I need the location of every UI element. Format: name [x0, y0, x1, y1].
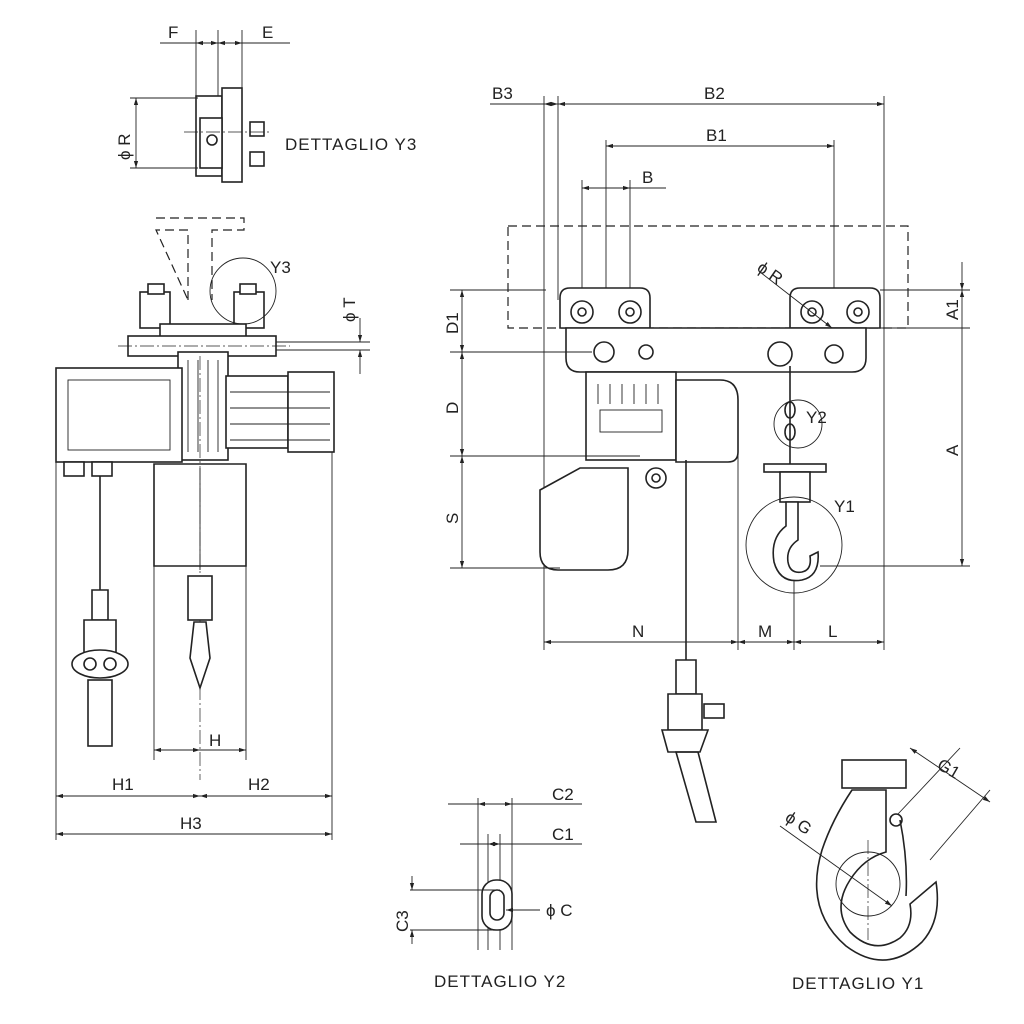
dim-h-label: H [209, 731, 221, 750]
dim-r-y3-label: ϕ R [115, 133, 134, 160]
dim-a-label: A [943, 444, 962, 456]
detail-y2-view: C2 C1 C3 ϕ C DETTAGLIO Y2 [393, 785, 582, 991]
dim-h1-label: H1 [112, 775, 134, 794]
dim-d1-label: D1 [443, 312, 462, 334]
dim-n-label: N [632, 622, 644, 641]
dim-c2-label: C2 [552, 785, 574, 804]
dim-b1-label: B1 [706, 126, 727, 145]
dim-f-label: F [168, 23, 178, 42]
detail-y3-caption: DETTAGLIO Y3 [285, 135, 417, 154]
detail-y1-caption: DETTAGLIO Y1 [792, 974, 924, 993]
dim-h3-label: H3 [180, 814, 202, 833]
dim-r-side-label: ϕ R [754, 258, 787, 289]
callout-y3-label: Y3 [270, 258, 291, 277]
detail-y1-view: ϕ G G1 DETTAGLIO Y1 [779, 747, 991, 993]
callout-y1-label: Y1 [834, 497, 855, 516]
dim-l-label: L [828, 622, 837, 641]
dim-g1-label: G1 [934, 755, 963, 783]
detail-y2-caption: DETTAGLIO Y2 [434, 972, 566, 991]
dim-c3-label: C3 [393, 910, 412, 932]
front-view: Y3 ϕ T [55, 217, 370, 840]
callout-y2-label: Y2 [806, 408, 827, 427]
dim-d-label: D [443, 402, 462, 414]
dim-e-label: E [262, 23, 273, 42]
dim-b-label: B [642, 168, 653, 187]
dim-b3-label: B3 [492, 84, 513, 103]
dim-t-label: ϕ T [340, 297, 359, 322]
dim-c1-label: C1 [552, 825, 574, 844]
dim-m-label: M [758, 622, 772, 641]
dim-a1-label: A1 [943, 299, 962, 320]
detail-y3-view: F E ϕ R DETTAGLIO Y3 [115, 23, 417, 183]
dim-g-label: ϕ G [782, 808, 815, 839]
dim-b2-label: B2 [704, 84, 725, 103]
dim-h2-label: H2 [248, 775, 270, 794]
dim-c-label: ϕ C [546, 901, 573, 920]
side-view: B3 B2 B1 B ϕ R [443, 84, 970, 823]
dim-s-label: S [443, 513, 462, 524]
